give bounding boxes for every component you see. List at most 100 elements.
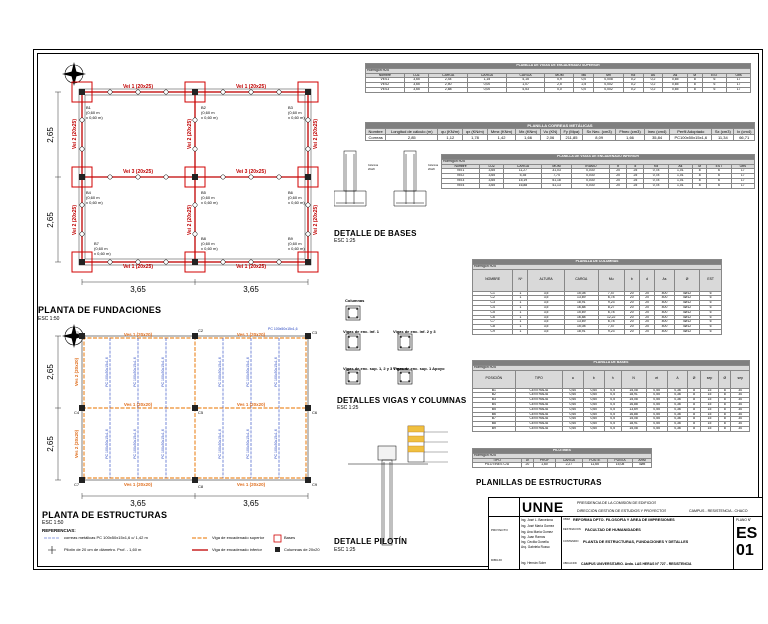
beam-label-vei1-top-b: Vei 1 (20x25) xyxy=(236,84,266,90)
svg-text:PC 100x50x15x1,6: PC 100x50x15x1,6 xyxy=(218,429,222,459)
svg-text:20x20: 20x20 xyxy=(368,168,375,171)
legend-symbols xyxy=(44,534,282,554)
svg-text:x 0,60 m): x 0,60 m) xyxy=(201,200,218,205)
svg-text:B8: B8 xyxy=(201,236,207,241)
svg-text:2,65: 2,65 xyxy=(46,364,55,380)
beam-label-vei2-left-b: Vei 2 (20x25) xyxy=(72,205,78,235)
svg-text:PC 100x50x15x1,6: PC 100x50x15x1,6 xyxy=(161,429,165,459)
svg-text:(0,60 m: (0,60 m xyxy=(288,241,302,246)
university-seal-icon xyxy=(489,498,520,517)
svg-text:PC 100x50x15x1,6: PC 100x50x15x1,6 xyxy=(161,357,165,387)
svg-text:x 0,60 m): x 0,60 m) xyxy=(86,115,103,120)
svg-text:PC 100x50x15x1,6: PC 100x50x15x1,6 xyxy=(133,357,137,387)
plan-number: 01 xyxy=(736,542,754,559)
svg-text:(0,60 m: (0,60 m xyxy=(201,241,215,246)
beams-detail-title: DETALLES VIGAS Y COLUMNAS xyxy=(337,396,467,405)
foundation-plan-scale: ESC 1:50 xyxy=(38,316,60,322)
beam-label-vei3-b: Vei 3 (20x25) xyxy=(236,169,266,175)
svg-text:20x20: 20x20 xyxy=(428,168,435,171)
svg-text:Columna: Columna xyxy=(428,164,439,167)
title-block: UNNE PRESIDENCIA DE LA COMISIÓN DE EDIFI… xyxy=(488,497,762,569)
svg-text:(0,60 m: (0,60 m xyxy=(86,110,100,115)
dim-width-a: 3,65 xyxy=(130,285,146,294)
sheet-border: Vei 1 (20x25) Vei 1 (20x25) Vei 3 (20x25… xyxy=(37,53,762,569)
svg-text:B1: B1 xyxy=(86,105,92,110)
svg-text:PC 100x50x15x1,6: PC 100x50x15x1,6 xyxy=(133,429,137,459)
svg-text:x 0,60 m): x 0,60 m) xyxy=(288,115,305,120)
beam-label-vei2-left: Vei 2 (20x25) xyxy=(72,119,78,149)
svg-text:Ves 2 (20x20): Ves 2 (20x20) xyxy=(74,429,79,458)
dim-height-a: 2,65 xyxy=(46,127,55,143)
svg-text:x 0,60 m): x 0,60 m) xyxy=(201,115,218,120)
svg-text:B5: B5 xyxy=(201,190,207,195)
beam-label-vei1-bottom-b: Vei 1 (20x25) xyxy=(236,264,266,270)
svg-text:B6: B6 xyxy=(288,190,294,195)
logo-text: UNNE xyxy=(522,499,564,515)
tables-title: PLANILLAS DE ESTRUCTURAS xyxy=(476,478,602,487)
structure-plan-scale: ESC 1:50 xyxy=(42,520,64,526)
pilotin-detail-scale: ESC 1:25 xyxy=(334,547,356,553)
svg-text:B4: B4 xyxy=(86,190,92,195)
north-arrow-icon xyxy=(62,62,86,86)
svg-text:C2: C2 xyxy=(198,328,204,333)
svg-text:x 0,60 m): x 0,60 m) xyxy=(288,200,305,205)
svg-text:(0,60 m: (0,60 m xyxy=(288,195,302,200)
svg-text:B2: B2 xyxy=(201,105,207,110)
svg-text:(0,60 m: (0,60 m xyxy=(201,195,215,200)
beam-label-vei2-mid-b: Vei 2 (20x25) xyxy=(187,205,193,235)
beam-label-vei2-right-b: Vei 2 (20x25) xyxy=(313,205,319,235)
svg-text:Ves 1 (20x20): Ves 1 (20x20) xyxy=(237,402,266,407)
svg-text:x 0,60 m): x 0,60 m) xyxy=(94,251,111,256)
svg-text:C8: C8 xyxy=(198,484,204,489)
svg-text:B7: B7 xyxy=(94,241,100,246)
svg-text:C6: C6 xyxy=(312,410,318,415)
svg-text:Ves 2 (20x20): Ves 2 (20x20) xyxy=(74,357,79,386)
svg-text:Ves 1 (20x20): Ves 1 (20x20) xyxy=(124,402,153,407)
beam-label-vei2-right: Vei 2 (20x25) xyxy=(313,119,319,149)
purlin-callout: PC 100x50x15x1,6 xyxy=(268,327,298,331)
svg-text:PC 100x50x15x1,6: PC 100x50x15x1,6 xyxy=(274,357,278,387)
svg-text:2,65: 2,65 xyxy=(46,436,55,452)
beam-label-vei2-mid: Vei 2 (20x25) xyxy=(187,119,193,149)
plan-code: ES xyxy=(736,525,758,542)
svg-text:PC 100x50x15x1,6: PC 100x50x15x1,6 xyxy=(218,357,222,387)
beam-label-vei1-bottom: Vei 1 (20x25) xyxy=(123,264,153,270)
foundation-plan: Vei 1 (20x25) Vei 1 (20x25) Vei 3 (20x25… xyxy=(46,62,319,294)
svg-text:3,65: 3,65 xyxy=(130,499,146,508)
bases-detail-title: DETALLE DE BASES xyxy=(334,229,417,238)
svg-text:B3: B3 xyxy=(288,105,294,110)
svg-text:C9: C9 xyxy=(312,482,318,487)
svg-text:C5: C5 xyxy=(198,410,204,415)
svg-text:Ves 1 (20x20): Ves 1 (20x20) xyxy=(124,332,153,337)
svg-text:PC 100x50x15x1,6: PC 100x50x15x1,6 xyxy=(274,429,278,459)
beams-detail-scale: ESC 1:25 xyxy=(337,405,359,411)
svg-text:C1: C1 xyxy=(74,330,80,335)
svg-text:C4: C4 xyxy=(74,410,80,415)
pilotin-detail-title: DETALLE PILOTÍN xyxy=(334,537,408,546)
svg-text:(0,60 m: (0,60 m xyxy=(201,110,215,115)
beam-sections xyxy=(345,305,413,385)
svg-text:PC 100x50x15x1,6: PC 100x50x15x1,6 xyxy=(246,429,250,459)
structure-plan: PC 100x50x15x1,6 PC 100x50x15x1,6 PC 100… xyxy=(46,324,318,508)
svg-text:B9: B9 xyxy=(288,236,294,241)
svg-text:PC 100x50x15x1,6: PC 100x50x15x1,6 xyxy=(105,429,109,459)
svg-text:3,65: 3,65 xyxy=(243,499,259,508)
svg-text:PC 100x50x15x1,6: PC 100x50x15x1,6 xyxy=(246,357,250,387)
bases-detail-scale: ESC 1:25 xyxy=(334,238,356,244)
svg-text:x 0,60 m): x 0,60 m) xyxy=(201,246,218,251)
svg-text:Columna: Columna xyxy=(368,164,379,167)
dim-height-b: 2,65 xyxy=(46,212,55,228)
legend-title: REFERENCIAS: xyxy=(42,528,76,533)
svg-text:C7: C7 xyxy=(74,482,80,487)
svg-text:(0,60 m: (0,60 m xyxy=(94,246,108,251)
table-vigas-inferior: PLANILLA DE VIGAS DE ENCADENADO INFERIOR… xyxy=(440,154,756,189)
svg-text:Ves 1 (20x20): Ves 1 (20x20) xyxy=(237,332,266,337)
pilotin-detail xyxy=(348,425,448,546)
drawing-sheet: Vei 1 (20x25) Vei 1 (20x25) Vei 3 (20x25… xyxy=(33,49,763,570)
beam-label-vei1-top: Vei 1 (20x25) xyxy=(123,84,153,90)
table-columnas: PLANILLA DE COLUMNAS Hormigon H25 NOMBRE… xyxy=(471,259,722,335)
